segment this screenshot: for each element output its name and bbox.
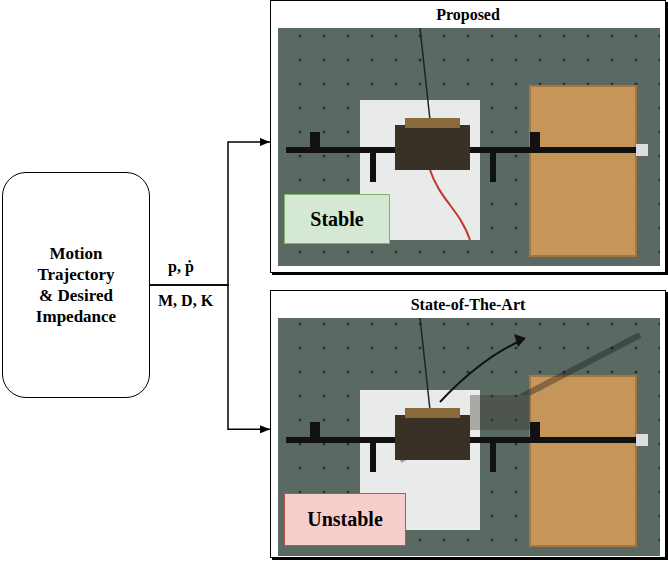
signal-label: M, D, K [158, 292, 213, 310]
signal-arrow [150, 285, 270, 429]
node-text: Motion Trajectory & Desired Impedance [30, 243, 122, 328]
unstable-photo [278, 318, 660, 556]
result-panel: ProposedStable [270, 0, 666, 273]
result-panel: State-of-The-ArtUnstable [270, 290, 666, 558]
panel-title: Proposed [432, 5, 504, 25]
node-text: Unstable [307, 507, 383, 532]
unstable-badge: Unstable [284, 493, 406, 546]
input-box: Motion Trajectory & Desired Impedance [2, 172, 150, 398]
panel-title: State-of-The-Art [407, 295, 530, 315]
stable-badge: Stable [284, 194, 390, 244]
node-text: Stable [310, 207, 363, 232]
signal-label: p, ṗ [168, 258, 194, 276]
stable-photo [278, 28, 660, 266]
signal-arrow [150, 142, 270, 285]
